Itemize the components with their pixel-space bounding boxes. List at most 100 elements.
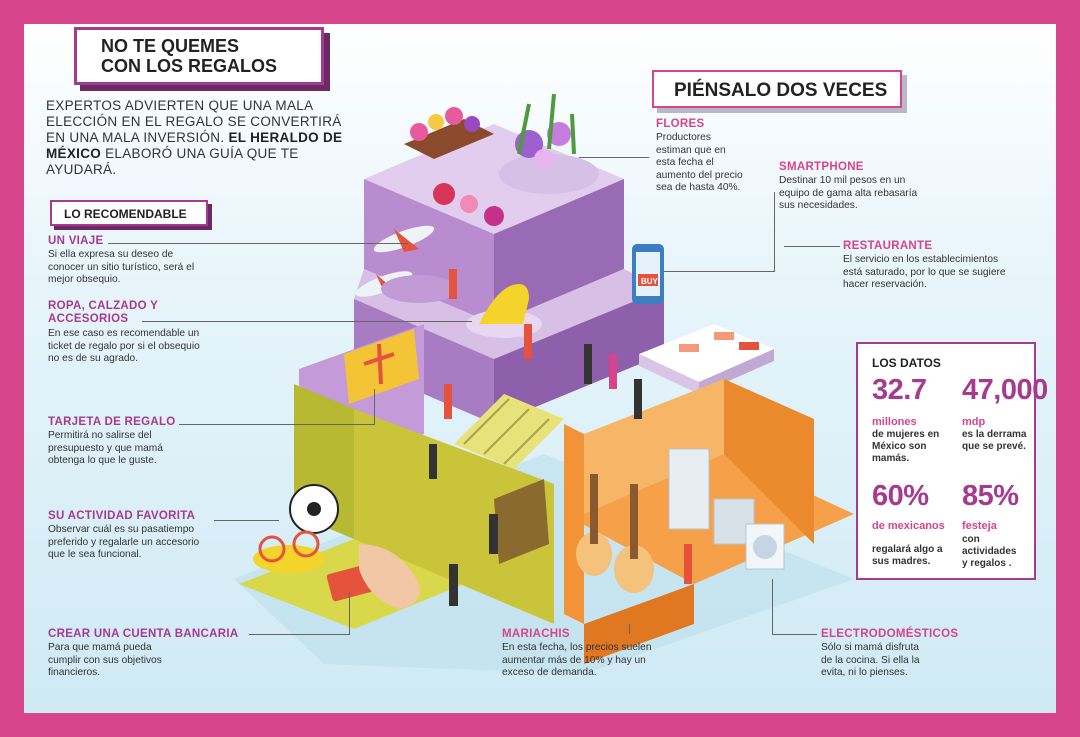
orange-front	[584, 584, 694, 664]
think-item-title: MARIACHIS	[502, 628, 570, 640]
intro-paragraph: EXPERTOS ADVIERTEN QUE UNA MALA ELECCIÓN…	[46, 98, 346, 178]
stat-text: regalará algo a sus madres.	[872, 544, 943, 567]
rec-item-title: ROPA, CALZADO Y ACCESORIOS	[48, 300, 158, 325]
stat-value: 32.7	[872, 374, 927, 406]
stat-text: con actividades y regalos .	[962, 534, 1017, 569]
rec-item-title: CREAR UNA CUENTA BANCARIA	[48, 628, 239, 640]
leader-smartphone	[774, 192, 775, 272]
orchid-stems	[517, 93, 576, 155]
leader-electro-h	[772, 634, 817, 635]
infographic-panel: BUY	[24, 24, 1056, 713]
stat-unit: mdp	[962, 416, 986, 428]
stat-unit: festeja	[962, 520, 997, 532]
leader-tarjeta-v	[374, 389, 375, 425]
think-item-text: En esta fecha, los precios suelen aument…	[502, 642, 652, 679]
gift-building-illustration: BUY	[234, 93, 854, 674]
orchid-c	[534, 149, 554, 169]
stat-value: 47,000	[962, 374, 1048, 406]
think-item-title: FLORES	[656, 118, 705, 130]
yellow-heel	[479, 284, 529, 324]
escalator-steps	[463, 398, 550, 465]
orchid-b	[547, 122, 571, 146]
hand	[359, 544, 420, 609]
leader-flores	[579, 157, 649, 158]
recomendable-label: LO RECOMENDABLE	[50, 200, 208, 226]
stat-value: 85%	[962, 480, 1019, 512]
rec-item-text: Para que mamá pueda cumplir con sus obje…	[48, 642, 162, 679]
datos-box: LOS DATOS 32.7 millones de mujeres en Mé…	[856, 342, 1048, 580]
restaurant-table	[639, 324, 774, 382]
think-item-mariachis: MARIACHIS En esta fecha, los precios sue…	[502, 628, 652, 680]
gift-ribbon	[363, 343, 395, 385]
roof-left-side	[364, 179, 494, 324]
travel-podium	[381, 275, 457, 303]
stat-value: 60%	[872, 480, 929, 512]
escalator	[454, 394, 564, 469]
think-item-title: ELECTRODOMÉSTICOS	[821, 628, 959, 640]
olive-shelf	[494, 479, 549, 564]
title-line-2: CON LOS REGALOS	[101, 56, 278, 76]
stat-text: es la derrama que se prevé.	[962, 429, 1027, 452]
think-item-flores: FLORES Productores estiman que en esta f…	[656, 118, 746, 195]
piensalo-label: PIÉNSALO DOS VECES	[652, 70, 902, 108]
stat-text: de mujeres en México son mamás.	[872, 429, 940, 464]
bike-podium	[253, 545, 325, 573]
think-item-restaurante: RESTAURANTE El servicio en los estableci…	[843, 240, 1018, 292]
bike-wheel-a	[258, 535, 286, 563]
title-line-1: NO TE QUEMES	[101, 36, 240, 56]
fridge	[668, 448, 710, 530]
leader-cuenta	[249, 634, 349, 635]
sushi-a	[679, 344, 699, 352]
leader-restaurante	[784, 246, 840, 247]
buy-label: BUY	[641, 277, 659, 286]
intro-end: ELABORÓ UNA GUÍA QUE TE AYUDARÁ.	[46, 146, 299, 177]
leader-tarjeta	[179, 424, 374, 425]
leader-actividad	[214, 520, 279, 521]
think-item-electro: ELECTRODOMÉSTICOS Sólo si mamá disfruta …	[821, 628, 971, 680]
think-item-smartphone: SMARTPHONE Destinar 10 mil pesos en un e…	[779, 161, 919, 213]
leader-cuenta-v	[349, 592, 350, 635]
rec-item-title: TARJETA DE REGALO	[48, 416, 176, 428]
think-item-text: Sólo si mamá disfruta de la cocina. Si e…	[821, 642, 920, 679]
orange-left-wall	[564, 424, 584, 624]
leader-mariachis	[629, 624, 630, 634]
store-front-right	[494, 289, 664, 424]
stove	[713, 498, 755, 545]
stat-unit: millones	[872, 416, 917, 428]
rec-item-text: En ese caso es recomendable un ticket de…	[48, 328, 200, 365]
people	[429, 269, 692, 606]
leader-ropa	[142, 321, 472, 322]
datos-title: LOS DATOS	[872, 356, 941, 370]
leader-electro	[772, 579, 773, 635]
rec-item-tarjeta: TARJETA DE REGALO Permitirá no salirse d…	[48, 416, 198, 468]
sushi-c	[739, 342, 759, 350]
rec-item-text: Si ella expresa su deseo de conocer un s…	[48, 249, 195, 286]
rec-item-actividad: SU ACTIVIDAD FAVORITA Observar cuál es s…	[48, 510, 213, 562]
rec-item-cuenta: CREAR UNA CUENTA BANCARIA Para que mamá …	[48, 628, 253, 680]
flower-planter	[499, 154, 599, 194]
intro-text: EXPERTOS ADVIERTEN QUE UNA MALA ELECCIÓN…	[46, 98, 342, 145]
orange-back-wall	[584, 379, 724, 514]
page-title: NO TE QUEMES CON LOS REGALOS	[74, 27, 324, 85]
rec-item-text: Observar cuál es su pasatiempo preferido…	[48, 524, 200, 561]
rec-item-title: SU ACTIVIDAD FAVORITA	[48, 510, 196, 522]
airplane-a	[373, 225, 435, 253]
think-item-title: RESTAURANTE	[843, 240, 933, 252]
stat-unit: de mexicanos	[872, 520, 945, 532]
guitar-a	[576, 474, 612, 576]
store-floor	[354, 269, 664, 359]
intro-bold: EL HERALDO DE MÉXICO	[46, 130, 343, 161]
think-item-text: El servicio en los establecimientos está…	[843, 254, 1006, 291]
think-item-title: SMARTPHONE	[779, 161, 864, 173]
think-item-text: Destinar 10 mil pesos en un equipo de ga…	[779, 175, 918, 212]
olive-room-wall	[354, 409, 554, 624]
guitar-b	[614, 484, 654, 593]
orange-right-wall	[724, 379, 814, 544]
rec-item-viaje: UN VIAJE Si ella expresa su deseo de con…	[48, 235, 208, 287]
leader-viaje	[108, 243, 408, 244]
sushi-b	[714, 332, 734, 340]
flower-pots	[410, 107, 504, 226]
rec-item-title: UN VIAJE	[48, 235, 104, 247]
leader-smartphone-h	[664, 271, 775, 272]
think-item-text: Productores estiman que en esta fecha el…	[656, 132, 743, 194]
